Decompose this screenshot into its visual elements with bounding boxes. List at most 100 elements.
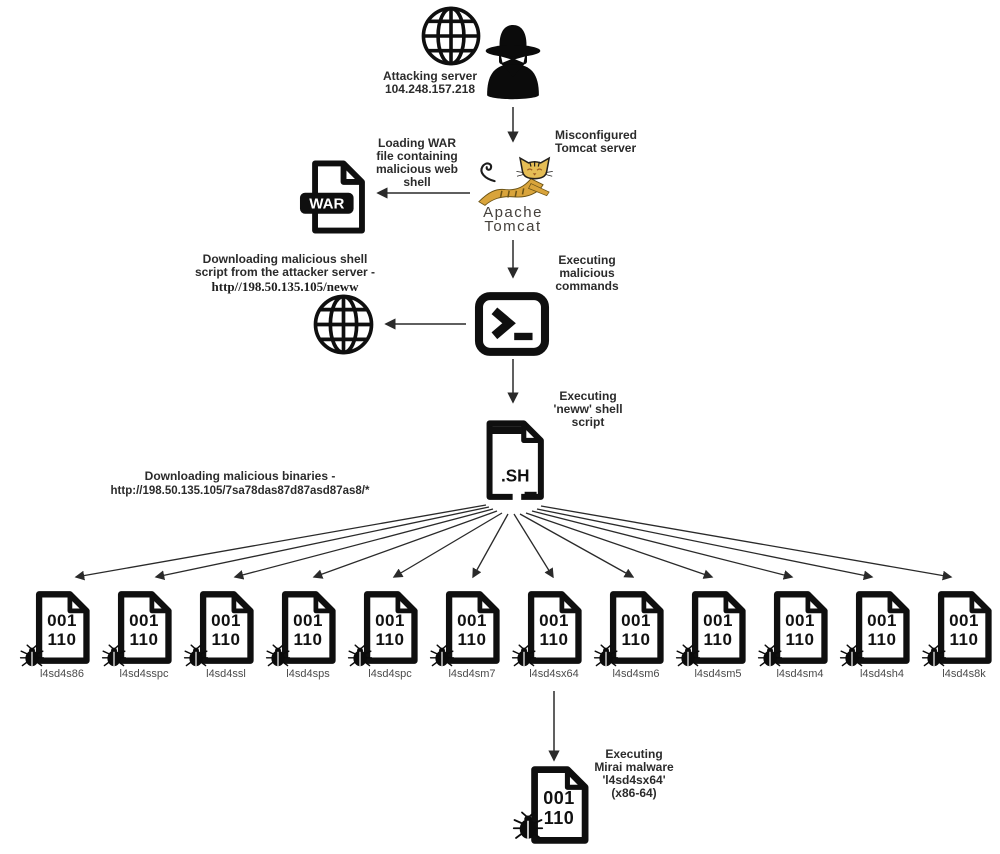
binary-digits: 001 110 bbox=[293, 611, 323, 649]
bug-icon bbox=[511, 644, 537, 667]
binary-filename: l4sd4sps bbox=[286, 668, 330, 680]
malicious-binaries-row: 001 110 l4sd4s86 001 110 bbox=[19, 590, 1000, 680]
sh-extension-text: .SH bbox=[501, 467, 530, 486]
bug-icon bbox=[675, 644, 701, 667]
binary-file-icon bbox=[281, 591, 336, 664]
arrow-sh-to-binary-1 bbox=[74, 504, 487, 581]
arrow-sh-to-binary-11 bbox=[536, 508, 874, 581]
binary-digits: 001 110 bbox=[457, 611, 487, 649]
binary-filename: l4sd4sm7 bbox=[448, 668, 496, 680]
binary-filename: l4sd4sx64 bbox=[529, 668, 579, 680]
spy-eye-left bbox=[501, 56, 511, 63]
binary-digits: 001 110 bbox=[129, 611, 159, 649]
arrow-sh-to-binary-2 bbox=[154, 506, 490, 581]
bug-icon bbox=[101, 644, 127, 667]
binary-digits: 001 110 bbox=[867, 611, 897, 649]
binary-file-icon bbox=[527, 591, 582, 664]
malicious-binary-file: 001 110 l4sd4sx64 bbox=[511, 590, 591, 680]
shell-download-url: http//198.50.135.105/neww bbox=[211, 279, 359, 294]
binary-filename: l4sd4ssl bbox=[206, 668, 246, 680]
malicious-binary-file: 001 110 l4sd4s86 bbox=[19, 590, 99, 680]
sh-script-file-icon: .SH bbox=[486, 420, 544, 502]
bug-icon bbox=[347, 644, 373, 667]
binary-filename: l4sd4sm4 bbox=[776, 668, 824, 680]
attacker-server-globe-icon bbox=[313, 294, 374, 355]
bug-icon bbox=[593, 644, 619, 667]
binary-filename: l4sd4sm5 bbox=[694, 668, 742, 680]
binary-file-icon bbox=[773, 591, 828, 664]
arrow-sh-to-binary-6 bbox=[472, 513, 509, 579]
bug-icon bbox=[512, 811, 544, 839]
binary-digits: 001 110 bbox=[703, 611, 733, 649]
war-loading-label: Loading WAR file containing malicious we… bbox=[375, 136, 459, 189]
malicious-binary-file: 001 110 l4sd4spc bbox=[347, 590, 427, 680]
arrow-sh-to-binary-4 bbox=[312, 510, 498, 579]
hacker-spy-icon bbox=[485, 25, 541, 100]
war-badge-text: WAR bbox=[309, 196, 344, 213]
binary-file-icon bbox=[35, 591, 90, 664]
malicious-binary-file: 001 110 l4sd4ssl bbox=[183, 590, 263, 680]
binary-file-icon bbox=[937, 591, 992, 664]
binary-filename: l4sd4sh4 bbox=[859, 668, 905, 680]
binary-digits: 001 110 bbox=[785, 611, 815, 649]
terminal-icon bbox=[474, 292, 550, 356]
executing-neww-label: Executing 'neww' shell script bbox=[553, 389, 623, 429]
binary-file-icon bbox=[445, 591, 500, 664]
malicious-binary-file: 001 110 l4sd4s8k bbox=[921, 590, 1000, 680]
arrow-sh-to-binary-9 bbox=[525, 512, 714, 579]
terminal-prompt-chevron bbox=[491, 307, 516, 340]
arrow-sh-to-binary-10 bbox=[531, 510, 794, 580]
binary-filename: l4sd4spc bbox=[368, 668, 412, 680]
bug-icon bbox=[757, 644, 783, 667]
fanout-arrows bbox=[74, 504, 953, 581]
shell-download-label: Downloading malicious shell script from … bbox=[194, 252, 376, 279]
malicious-binary-file: 001 110 l4sd4sspc bbox=[101, 590, 181, 680]
binary-digits: 001 110 bbox=[949, 611, 979, 649]
war-file-icon: WAR bbox=[299, 160, 365, 234]
terminal-cursor bbox=[514, 332, 533, 341]
binary-digits: 001 110 bbox=[211, 611, 241, 649]
bug-icon bbox=[921, 644, 947, 667]
malicious-binary-file: 001 110 l4sd4sps bbox=[265, 590, 345, 680]
binary-digits: 001 110 bbox=[621, 611, 651, 649]
bug-icon bbox=[183, 644, 209, 667]
arrow-sh-to-binary-12 bbox=[540, 505, 953, 581]
malicious-binary-file: 001 110 l4sd4sm6 bbox=[593, 590, 673, 680]
binary-filename: l4sd4s86 bbox=[39, 668, 85, 680]
arrow-sh-to-binary-7 bbox=[513, 513, 554, 579]
binary-file-icon bbox=[609, 591, 664, 664]
binary-digits: 001 110 bbox=[375, 611, 405, 649]
binary-digits: 001 110 bbox=[47, 611, 77, 649]
binary-file-icon bbox=[691, 591, 746, 664]
binary-file-icon bbox=[363, 591, 418, 664]
spy-eye-right bbox=[515, 56, 525, 63]
binary-file-icon bbox=[855, 591, 910, 664]
cat-tail bbox=[480, 162, 496, 183]
malicious-binary-file: 001 110 l4sd4sm7 bbox=[429, 590, 509, 680]
arrow-sh-to-binary-3 bbox=[233, 508, 494, 580]
bug-icon bbox=[265, 644, 291, 667]
binary-filename: l4sd4sm6 bbox=[612, 668, 660, 680]
binary-digits: 001 110 bbox=[543, 788, 575, 828]
apache-tomcat-wordmark: Apache Tomcat bbox=[483, 204, 543, 235]
bug-icon bbox=[839, 644, 865, 667]
binaries-download-url: http://198.50.135.105/7sa78das87d87asd87… bbox=[110, 485, 370, 497]
malicious-binary-file: 001 110 l4sd4sh4 bbox=[839, 590, 919, 680]
attacking-server-label: Attacking server 104.248.157.218 bbox=[382, 69, 478, 96]
mirai-malware-file: 001 110 bbox=[512, 765, 591, 845]
binary-filename: l4sd4s8k bbox=[942, 668, 986, 680]
bug-icon bbox=[429, 644, 455, 667]
executing-mirai-label: Executing Mirai malware 'l4sd4sx64' (x86… bbox=[594, 747, 674, 800]
binary-filename: l4sd4sspc bbox=[119, 668, 169, 680]
executing-commands-label: Executing malicious commands bbox=[555, 253, 619, 293]
arrow-sh-to-binary-8 bbox=[519, 513, 635, 578]
apache-tomcat-logo bbox=[478, 156, 553, 206]
binary-file-icon bbox=[117, 591, 172, 664]
binary-digits: 001 110 bbox=[539, 611, 569, 649]
arrow-sh-to-binary-5 bbox=[392, 512, 503, 578]
binary-file-icon bbox=[199, 591, 254, 664]
malicious-binary-file: 001 110 l4sd4sm5 bbox=[675, 590, 755, 680]
globe-icon bbox=[421, 6, 481, 66]
misconfigured-tomcat-label: Misconfigured Tomcat server bbox=[555, 128, 638, 155]
